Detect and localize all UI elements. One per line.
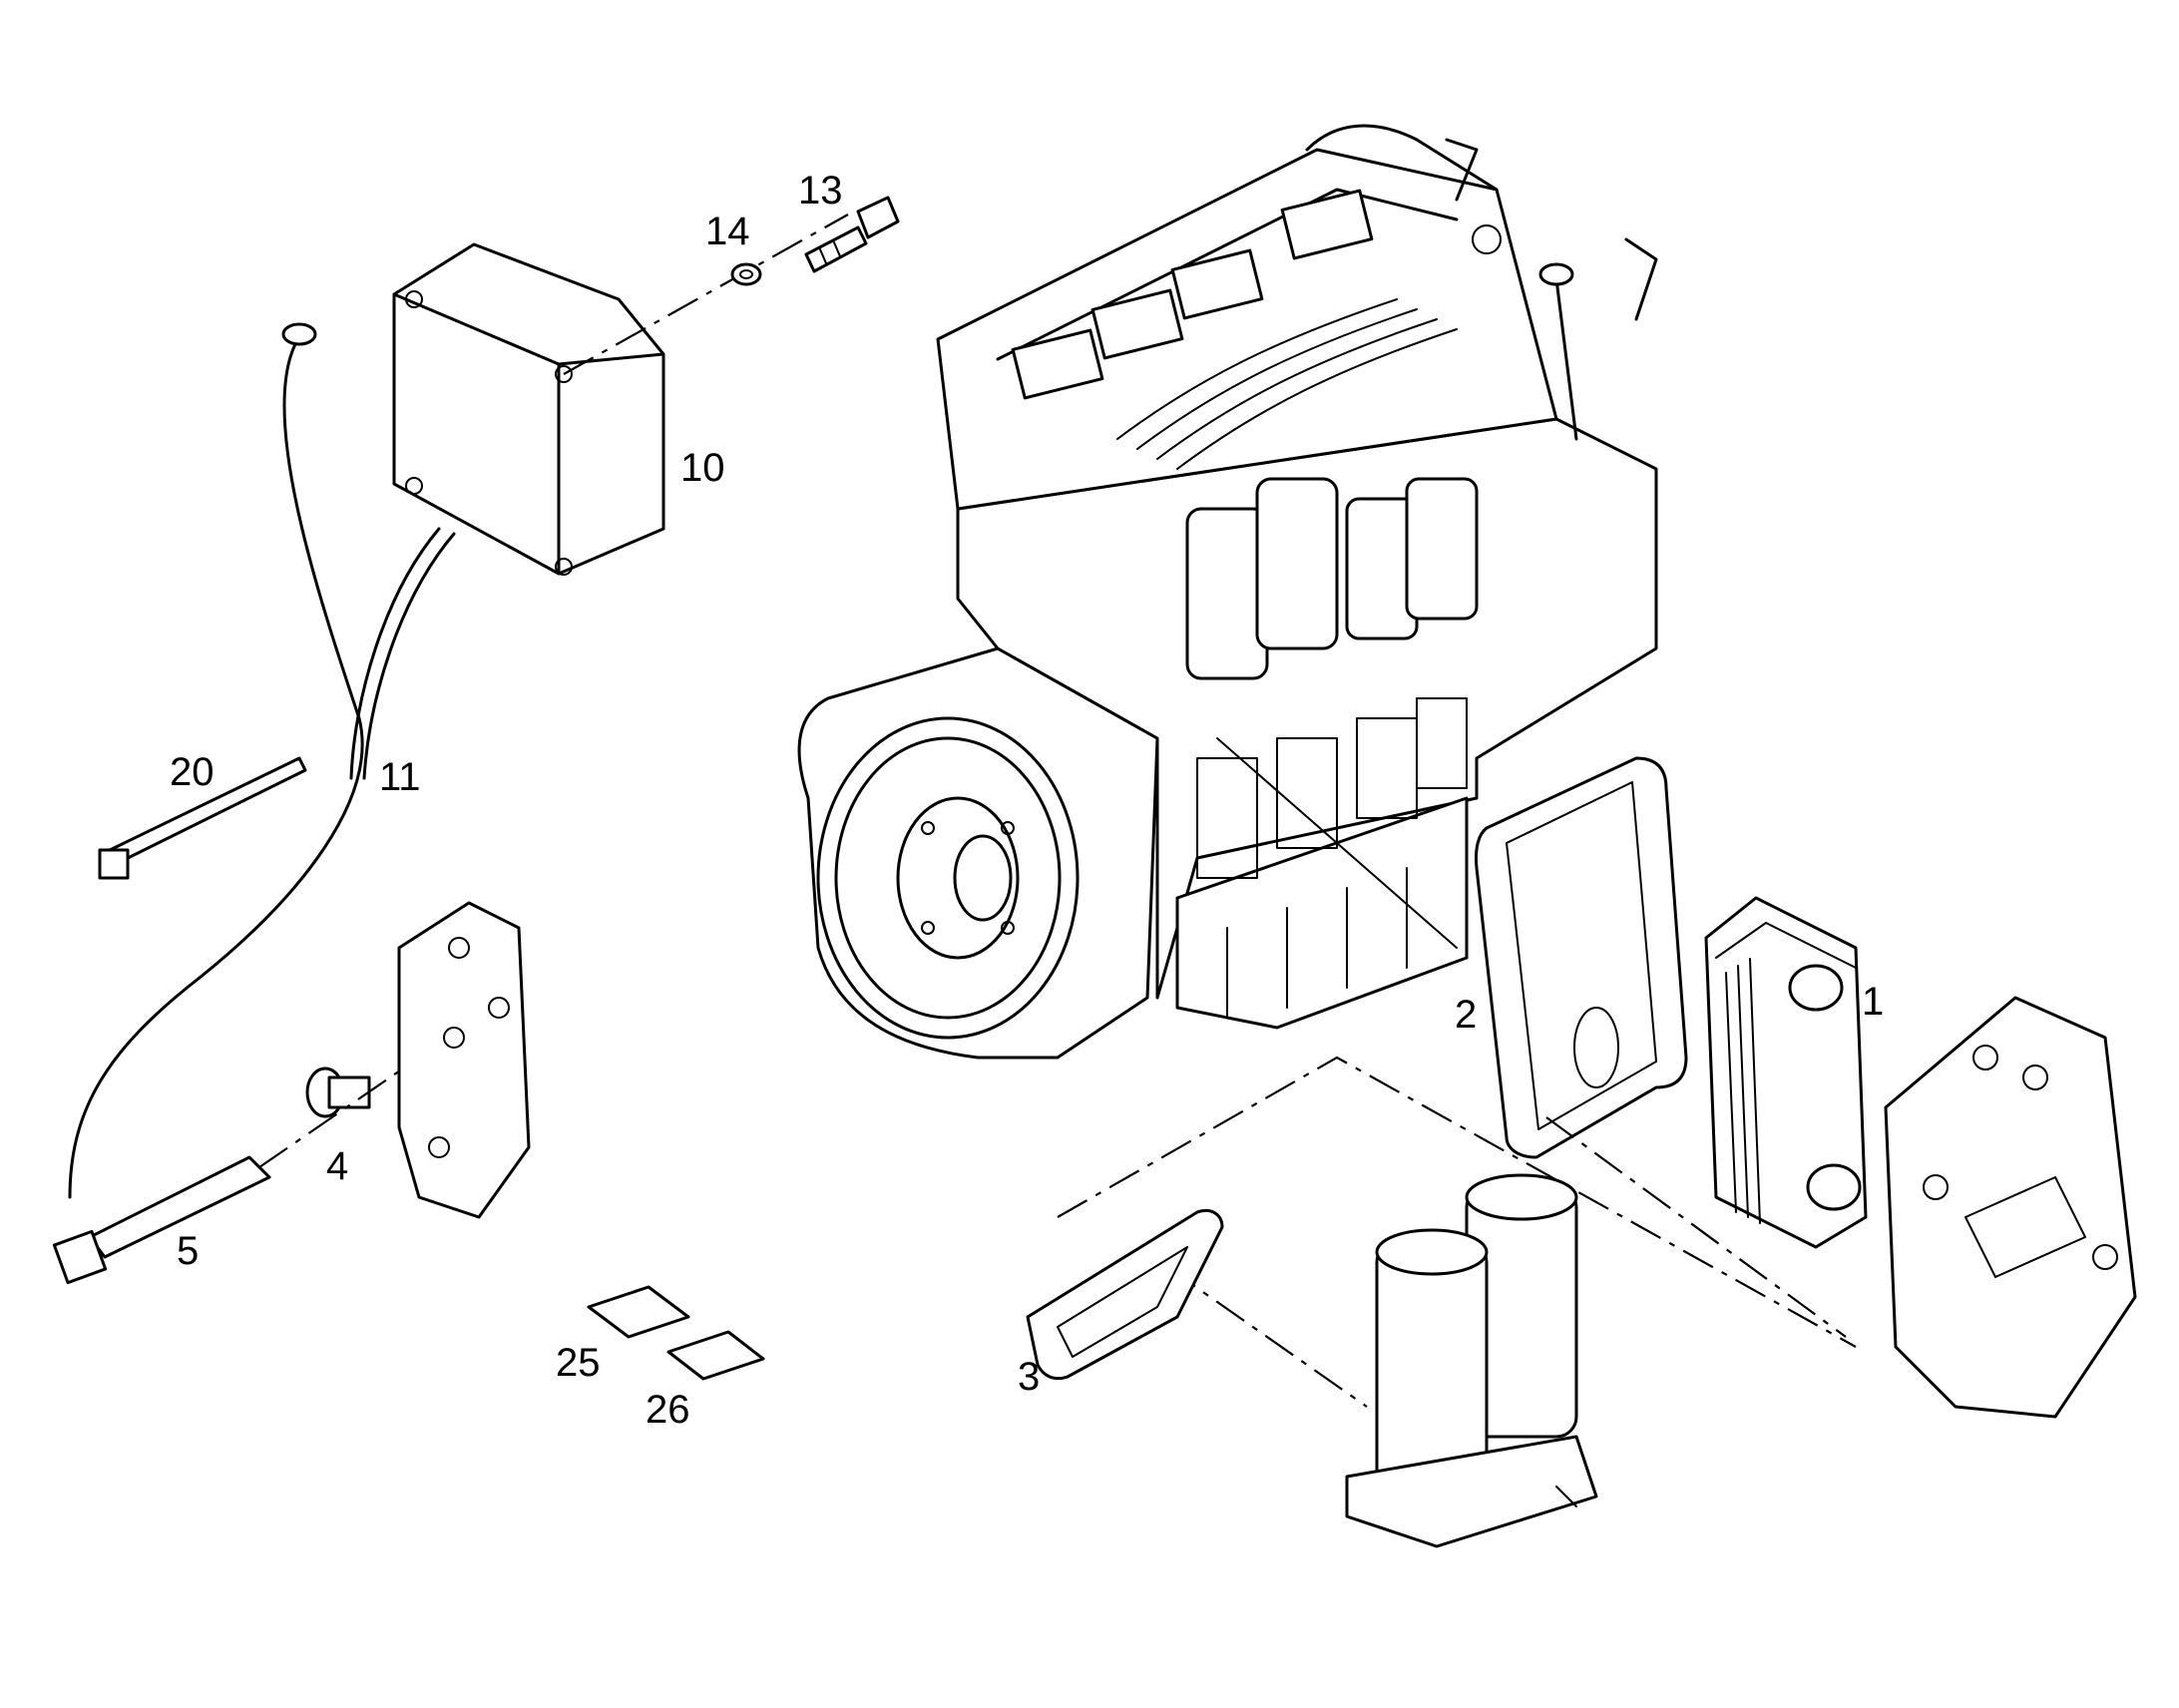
callout-4: 4 xyxy=(326,1144,348,1188)
gasket-part-2 xyxy=(1475,756,1688,1159)
oil-cooler-part-1 xyxy=(1704,896,1868,1249)
leader-line-2 xyxy=(1216,737,1458,949)
callout-13: 13 xyxy=(798,169,843,213)
adapter-part-4 xyxy=(305,1067,371,1118)
callout-26: 26 xyxy=(646,1388,690,1432)
cable-tie-part-20 xyxy=(98,756,307,880)
callout-20: 20 xyxy=(170,750,215,794)
callout-3: 3 xyxy=(1018,1355,1040,1399)
assembly-line-right xyxy=(1057,1056,1857,1348)
label-sticker-part-25 xyxy=(587,1285,690,1339)
cable-part-11 xyxy=(68,322,456,1199)
callout-2: 2 xyxy=(1455,993,1477,1037)
control-box-part-10 xyxy=(392,242,665,576)
assembly-line-cooler xyxy=(1545,1116,1847,1338)
callout-11: 11 xyxy=(379,755,421,799)
screw-part-13 xyxy=(804,196,900,273)
callout-14: 14 xyxy=(705,210,750,253)
gasket-part-3 xyxy=(1026,1209,1224,1381)
callout-25: 25 xyxy=(556,1341,601,1385)
assembly-line-4-5 xyxy=(258,1057,420,1168)
callout-1: 1 xyxy=(1862,980,1884,1024)
assembly-line-10-13 xyxy=(563,214,849,375)
callout-10: 10 xyxy=(680,446,725,490)
oil-cooler-cover-right xyxy=(1884,996,2137,1419)
oil-filter-assembly xyxy=(1345,1173,1598,1548)
label-sticker-part-26 xyxy=(666,1330,765,1381)
assembly-line-3 xyxy=(1166,1266,1368,1408)
sensor-part-5 xyxy=(52,1155,271,1285)
engine-assembly xyxy=(797,124,1658,1060)
washer-part-14 xyxy=(730,262,762,286)
oil-cooler-cover-left xyxy=(397,901,531,1219)
callout-5: 5 xyxy=(177,1229,199,1273)
